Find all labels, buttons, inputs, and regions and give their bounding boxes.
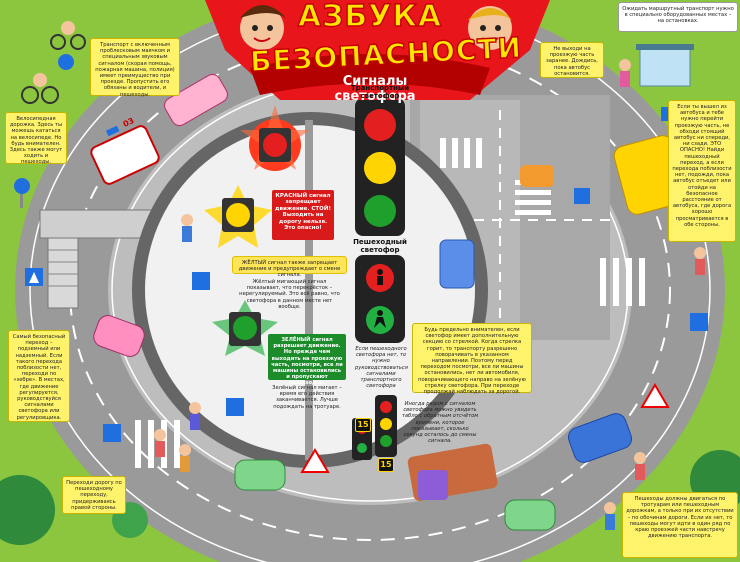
green-signal-text-1: ЗЕЛЁНЫЙ сигнал разрешает движение. Но пр… bbox=[268, 334, 346, 386]
underground-crossing-note: Самый безопасный переход – подземный или… bbox=[8, 330, 70, 422]
green-signal-text-2: Зелёный сигнал мигает – время его действ… bbox=[272, 385, 342, 410]
left-bus-note: Если ты вышел из автобуса и тебе нужно п… bbox=[668, 100, 736, 242]
timer-note: Иногда рядом с сигналом светофора можно … bbox=[401, 401, 479, 445]
special-vehicles-note: Транспорт с включенным проблесковым маяч… bbox=[90, 38, 180, 98]
subtitle: Сигналы светофора bbox=[334, 74, 416, 104]
arrow-section-note: Будь предельно внимателен, если светофор… bbox=[412, 323, 532, 395]
red-signal-text: КРАСНЫЙ сигнал запрещает движение. СТОЙ!… bbox=[272, 190, 334, 240]
pedestrian-light-label: Пешеходный светофор bbox=[353, 238, 407, 254]
transport-light-label: Транспортный светофор bbox=[350, 84, 410, 100]
bike-path-note: Велосипедная дорожка. Здесь ты можешь ка… bbox=[5, 112, 67, 165]
cross-straight-note: Переходи дорогу по пешеходному переходу,… bbox=[62, 476, 126, 514]
pedestrian-light-note: Если пешеходного светофора нет, то нужно… bbox=[355, 346, 408, 390]
timer-display-1: 15 bbox=[355, 418, 371, 432]
yellow-signal-text-2: Жёлтый мигающий сигнал показывает, что п… bbox=[239, 279, 340, 310]
timer-display-2: 15 bbox=[378, 458, 394, 472]
dont-go-early-note: Не выходи на проезжую часть заранее. Дож… bbox=[540, 42, 604, 78]
title-line1: АЗБУКА bbox=[297, 0, 443, 34]
yellow-signal-text-1: ЖЁЛТЫЙ сигнал также запрещает движение и… bbox=[232, 256, 347, 278]
pedestrians-note: Пешеходы должны двигаться по тротуарам и… bbox=[622, 492, 738, 558]
bus-stop-note: Ожидать маршрутный транспорт нужно в спе… bbox=[618, 2, 738, 32]
